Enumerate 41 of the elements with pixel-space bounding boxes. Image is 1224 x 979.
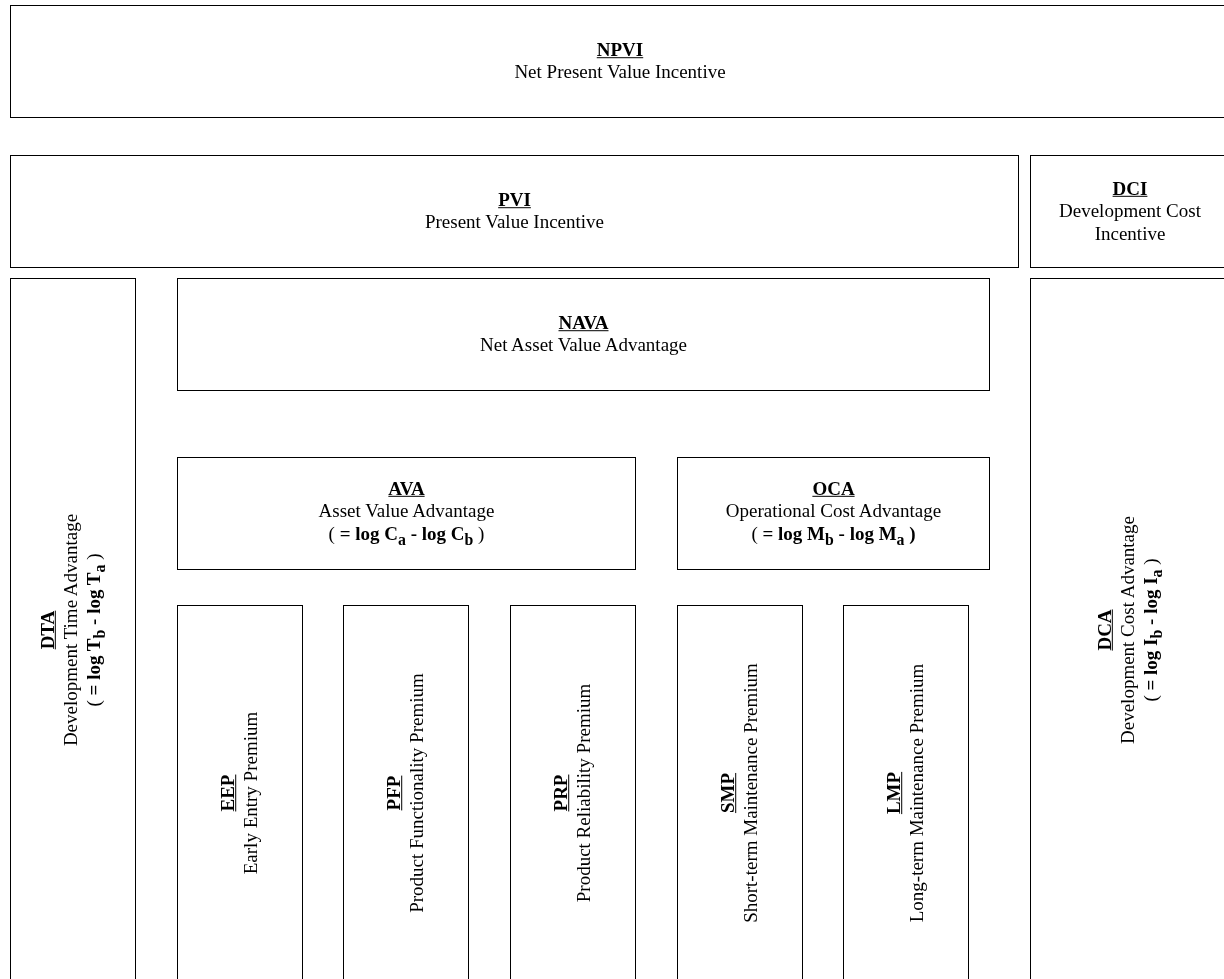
description-text: Early Entry Premium xyxy=(240,710,262,877)
concept-box xyxy=(677,605,803,979)
concept-box xyxy=(843,605,969,979)
description-text: Product Functionality Premium xyxy=(406,672,428,915)
abbreviation-heading: PVI xyxy=(497,188,532,212)
abbreviation-heading: DCI xyxy=(1111,177,1149,201)
description-text: Development Cost Advantage xyxy=(1116,514,1139,746)
concept-box xyxy=(177,278,990,391)
formula-text: ( = log C$_{a}$ - log C$_{b}$ ) xyxy=(327,522,486,550)
abbreviation-heading: LMP xyxy=(883,770,906,817)
description-text: Short-term Maintenance Premium xyxy=(740,662,762,925)
abbreviation-heading: EEP xyxy=(217,773,240,814)
description-text: Operational Cost Advantage xyxy=(724,500,943,523)
concept-box xyxy=(343,605,469,979)
description-text: Asset Value Advantage xyxy=(317,500,496,523)
concept-box xyxy=(510,605,636,979)
concept-box xyxy=(1030,155,1224,268)
description-text: Present Value Incentive xyxy=(423,211,605,235)
description-text: Development Cost Incentive xyxy=(1058,200,1202,246)
concept-box xyxy=(1030,278,1224,979)
formula-text: ( = log M$_{b}$ - log M$_{a}$ ) xyxy=(750,522,917,550)
description-text: Long-term Maintenance Premium xyxy=(906,662,928,925)
concept-box xyxy=(10,5,1224,118)
abbreviation-heading: OCA xyxy=(811,477,856,501)
concept-box xyxy=(177,457,636,570)
abbreviation-heading: PFP xyxy=(383,774,406,813)
abbreviation-heading: NPVI xyxy=(595,38,645,62)
description-text: Net Asset Value Advantage xyxy=(479,334,688,358)
description-text: Product Reliability Premium xyxy=(573,682,595,905)
concept-box xyxy=(177,605,303,979)
abbreviation-heading: DTA xyxy=(36,609,59,651)
abbreviation-heading: SMP xyxy=(717,771,740,816)
abbreviation-heading: DCA xyxy=(1093,607,1116,653)
abbreviation-heading: PRP xyxy=(550,773,573,814)
concept-box xyxy=(10,278,136,979)
concept-box xyxy=(10,155,1019,268)
concept-box xyxy=(677,457,990,570)
abbreviation-heading: NAVA xyxy=(557,311,610,335)
description-text: Development Time Advantage xyxy=(59,512,82,748)
abbreviation-heading: AVA xyxy=(387,477,426,501)
description-text: Net Present Value Incentive xyxy=(513,61,727,85)
